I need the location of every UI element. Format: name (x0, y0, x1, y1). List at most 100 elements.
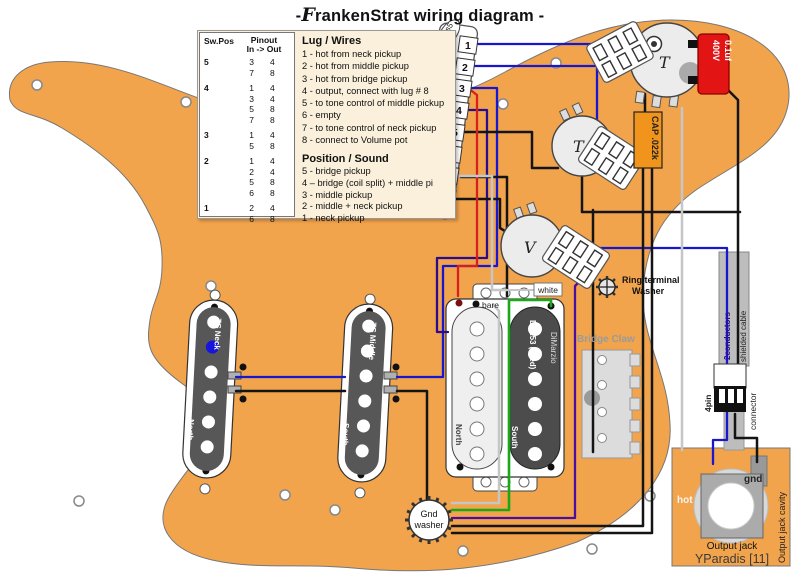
neck-lug (227, 385, 242, 394)
tone-pot-middle: T (551, 102, 646, 190)
pinout-header-pos: Sw.Pos (204, 36, 234, 46)
four-pin-label: 4pin (703, 395, 713, 412)
wire-ground-run1 (450, 166, 645, 528)
legend-panel: Lug / Wires 1 - hot from neck pickup 2 - … (296, 31, 455, 223)
lug-wire-item: 6 - empty (302, 110, 341, 121)
output-jack-label: Output jack (707, 541, 759, 552)
middle-pickup-pole: South (340, 423, 350, 446)
pot-lug-strip (578, 126, 646, 190)
lug-wire-item: 1 - hot from neck pickup (302, 49, 402, 59)
pot-lug-strip (586, 21, 654, 83)
middle-lug (383, 371, 398, 380)
credit-label: YParadis [11] (695, 552, 769, 566)
humbucker-brand-label: DiMarzio (549, 332, 558, 364)
pinout-header: Pinout (250, 35, 278, 45)
middle-pickup: TS Middle South (337, 293, 394, 499)
neck-lug (227, 371, 242, 380)
volume-pot-label: V (524, 238, 537, 257)
wire-bridge-red (456, 86, 479, 298)
bridge-claw (581, 349, 641, 459)
middle-lug (383, 385, 398, 394)
film-capacitor: 0.1uf 400V (688, 33, 733, 95)
ring-terminal-washer (596, 276, 618, 298)
bare-wire-label: bare (482, 300, 499, 310)
cavity-label: Output jack cavity (777, 491, 787, 563)
ring-terminal-label: Ring terminal (622, 275, 680, 285)
white-wire-tag (533, 282, 563, 297)
gnd-washer-label2: washer (413, 520, 443, 530)
gnd-label: gnd (744, 474, 762, 485)
wire-lug7-white (456, 174, 509, 292)
wire-connector-to-gnd (733, 412, 759, 464)
wire-output (435, 108, 489, 334)
labels: Bridge Claw Ring terminal Washer Gnd was… (413, 275, 787, 566)
wire-ground-run2 (450, 166, 654, 535)
neck-pickup-pole: North (185, 419, 195, 441)
wire-bare (450, 303, 501, 505)
svg-text:2: 2 (462, 62, 468, 74)
svg-text:4: 4 (456, 105, 462, 117)
svg-text:1: 1 (465, 40, 471, 52)
shielded-cable-label: shielded cable (739, 310, 748, 362)
wire-tone-to-right (580, 174, 742, 214)
lug-wire-item: 7 - to tone control of neck pickup (302, 122, 437, 133)
wire-middle-ground (395, 389, 429, 502)
pickguard-screw-holes (31, 57, 656, 557)
position-sound-item: 3 - middle pickup (302, 189, 373, 200)
lug-wires-heading: Lug / Wires (302, 35, 362, 47)
bridge-claw-label: Bridge Claw (577, 334, 635, 345)
pot-lug-strip (542, 225, 610, 289)
hot-label: hot (677, 495, 693, 506)
tone-pot-bridge: T (586, 21, 705, 109)
bridge-humbucker: North South DP153 (Fred) DiMarzio (445, 283, 565, 492)
lug-wire-item: 8 - connect to Volume pot (302, 135, 408, 146)
tone-pot-bridge-label: T (659, 53, 671, 72)
film-cap-value: 0.1uf (723, 40, 733, 62)
position-sound-heading: Position / Sound (302, 153, 389, 166)
lug-wire-item: 5 - to tone control of middle pickup (302, 98, 445, 109)
ceramic-capacitor: CAP .022k (633, 111, 663, 169)
position-sound-item: 5 - bridge pickup (302, 166, 371, 177)
lug-wire-item: 4 - output, connect with lug # 8 (302, 85, 429, 96)
position-sound-item: 2 - middle + neck pickup (302, 201, 403, 212)
neck-pickup-label: TS Neck (212, 318, 223, 351)
gnd-washer-label1: Gnd (420, 509, 437, 519)
middle-pickup-label: TS Middle (367, 322, 378, 361)
position-sound-item: 4 – bridge (coil split) + middle pi (302, 177, 433, 188)
lug-wire-item: 2 - hot from middle pickup (302, 61, 409, 72)
blue-pole-marker (205, 340, 219, 354)
wires (234, 42, 759, 535)
volume-pot: V (500, 201, 610, 289)
white-wire-label: white (537, 285, 558, 295)
two-conductors-label: 2conductors (723, 311, 732, 360)
jack-hole (707, 482, 755, 530)
gnd-washer (405, 496, 453, 544)
four-pin-connector (713, 363, 747, 412)
humbucker-north-label: North (454, 424, 463, 445)
washer-label: Washer (632, 286, 665, 296)
wire-green-ground (450, 298, 553, 512)
connector-label: connector (748, 393, 758, 430)
wire-volume-to-jack (583, 246, 729, 466)
tone-pot-middle-label: T (573, 137, 585, 156)
wire-cap-to-connector (726, 88, 740, 388)
film-cap-voltage: 400V (711, 40, 721, 61)
pinout-subheader: In -> Out (246, 44, 282, 54)
ceramic-cap-label: CAP .022k (650, 116, 660, 161)
position-sound-item: 1 - neck pickup (302, 212, 365, 223)
lug-wire-item: 3 - hot from bridge pickup (302, 73, 408, 84)
svg-text:3: 3 (459, 83, 465, 95)
output-jack-cavity (671, 447, 791, 567)
shielded-cable (718, 251, 750, 367)
wire-lug5-tone (460, 130, 560, 170)
diagram-title: -FrankenStrat wiring diagram - (295, 4, 545, 26)
humbucker-south-label: South (510, 426, 519, 449)
